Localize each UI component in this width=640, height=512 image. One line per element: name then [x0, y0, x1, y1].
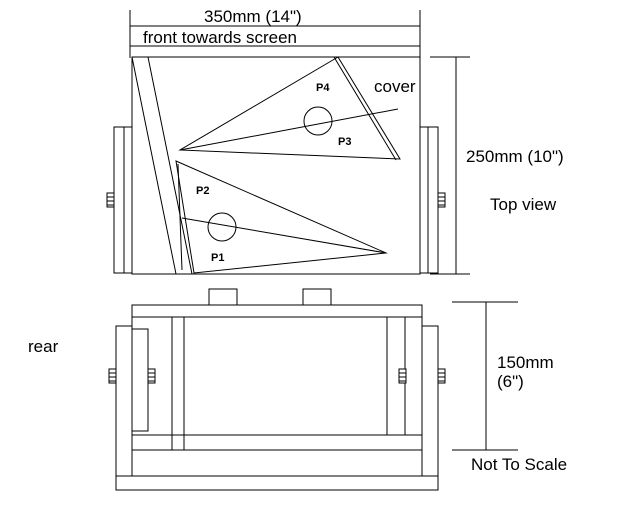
top-left-bracket-inner	[123, 126, 133, 274]
height-dim-label-2: (6")	[497, 372, 524, 391]
rear-label: rear	[28, 337, 59, 356]
front-note-label: front towards screen	[143, 28, 297, 47]
upper-triangle-axis	[179, 108, 399, 151]
lower-lens-circle	[207, 212, 237, 242]
rear-right-knob-icon	[437, 368, 446, 384]
label-p1: P1	[211, 252, 224, 264]
width-dim-label: 350mm (14")	[204, 7, 302, 26]
rear-left-knob-icon	[108, 368, 117, 384]
top-right-knob-icon	[437, 192, 446, 208]
rear-left-bracket	[115, 325, 133, 477]
top-bump-right	[302, 288, 332, 306]
lower-mirror-triangle	[175, 160, 388, 274]
depth-dim-label: 250mm (10")	[466, 147, 564, 166]
not-to-scale-label: Not To Scale	[471, 455, 567, 474]
upper-lens-circle	[303, 106, 333, 136]
cover-label: cover	[374, 77, 416, 96]
top-view-label: Top view	[490, 195, 557, 214]
label-p4: P4	[316, 82, 330, 94]
label-p2: P2	[196, 185, 209, 197]
height-dim-label-1: 150mm	[497, 353, 554, 372]
top-right-bracket-inner	[419, 126, 429, 274]
cover-edge	[333, 56, 397, 161]
top-left-knob-icon	[106, 192, 115, 208]
rear-base-plate	[115, 475, 439, 491]
rear-right-bracket	[421, 325, 439, 477]
front-screen-panel	[131, 56, 193, 275]
rear-inner-left-knob-icon	[147, 368, 156, 384]
lower-triangle-axis	[181, 217, 387, 254]
label-p3: P3	[338, 136, 351, 148]
upper-mirror-triangle	[178, 56, 401, 160]
rear-view-box	[131, 304, 423, 451]
rear-inner-right-knob-icon	[398, 368, 407, 384]
top-bump-left	[208, 288, 238, 306]
